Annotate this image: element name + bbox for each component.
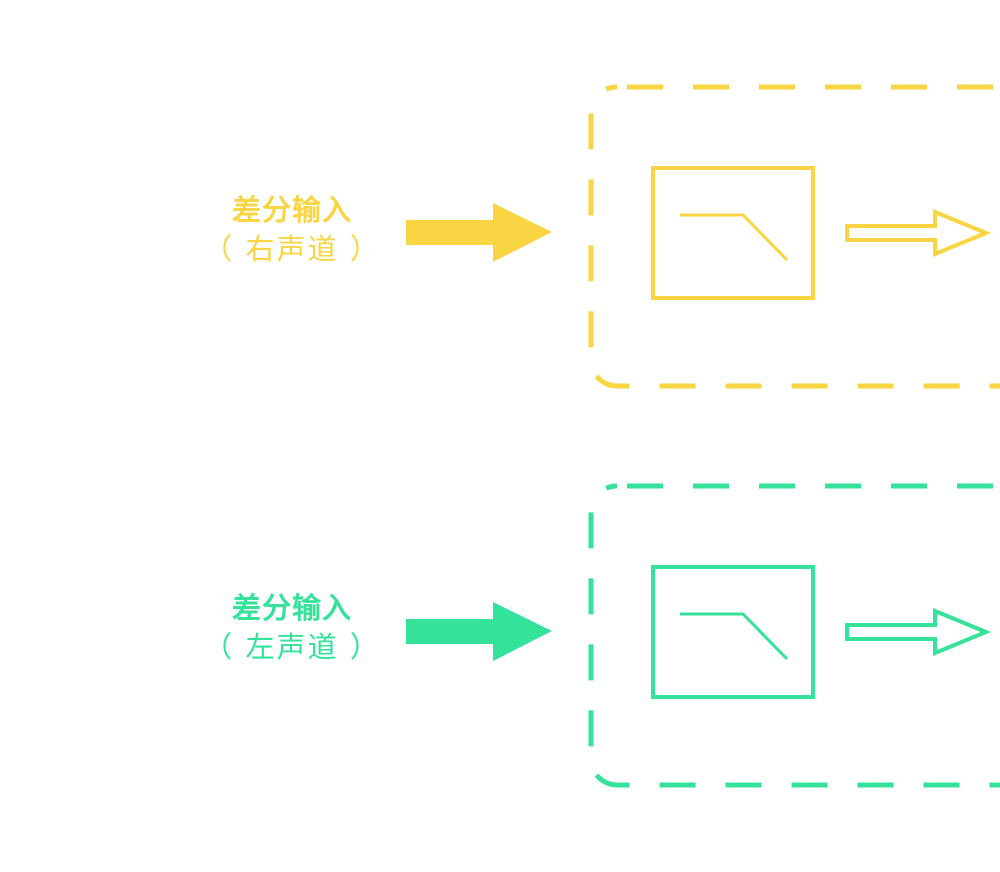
right-channel-group xyxy=(406,84,1000,389)
left-input-arrow xyxy=(406,602,552,661)
right-input-arrow xyxy=(406,203,552,262)
left-channel-group xyxy=(406,483,1000,788)
left-channel-subtitle: （ 左声道 ） xyxy=(203,630,381,664)
left-channel-title: 差分输入 xyxy=(231,591,352,625)
left-lowpass-filter-box xyxy=(651,565,815,699)
right-lowpass-filter-icon xyxy=(680,213,789,262)
left-output-hollow-arrow xyxy=(845,608,992,656)
right-output-hollow-arrow xyxy=(845,209,992,257)
left-channel-dashed-box xyxy=(588,483,1000,788)
right-channel-subtitle: （ 右声道 ） xyxy=(203,232,381,266)
right-channel-dashed-box xyxy=(588,84,1000,389)
left-channel-label: 差分输入 （ 左声道 ） xyxy=(192,588,392,666)
right-channel-title: 差分输入 xyxy=(231,193,352,227)
right-channel-label: 差分输入 （ 右声道 ） xyxy=(192,190,392,268)
left-lowpass-filter-icon xyxy=(680,612,789,661)
right-lowpass-filter-box xyxy=(651,166,815,300)
